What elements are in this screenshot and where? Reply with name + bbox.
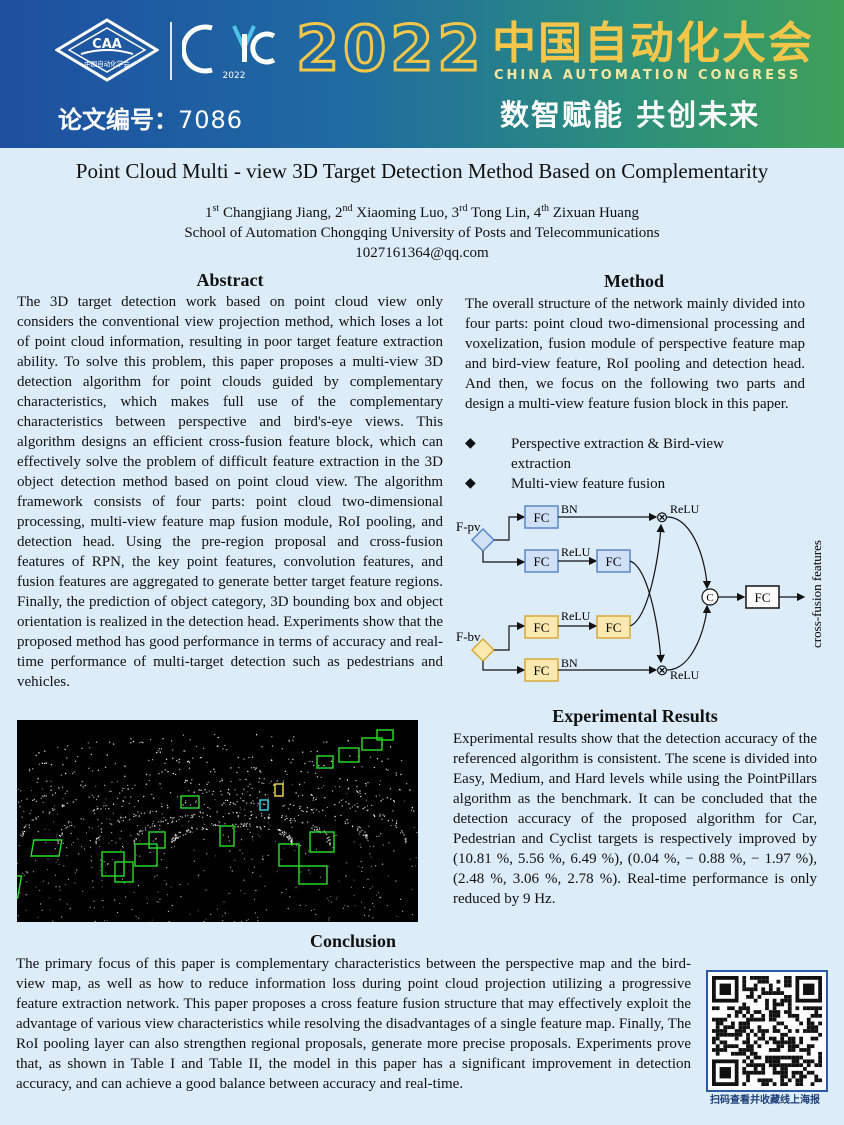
paper-title: Point Cloud Multi - view 3D Target Detec… [75,159,769,183]
results-text: Experimental results show that the detec… [453,731,817,907]
banner-title-en: CHINA AUTOMATION CONGRESS [494,68,802,83]
bn-label-bottom: BN [561,656,578,670]
input-bv-label: F-bv [456,629,481,644]
conclusion-heading: Conclusion [309,931,397,951]
paper-number: 论文编号：7086 [58,100,243,135]
bn-label-top: BN [561,502,578,516]
paper-number-value: 7086 [178,106,244,134]
paper-number-label: 论文编号： [58,106,178,134]
method-bullet-1-text: Perspective extraction & Bird-view extra… [511,436,724,472]
svg-text:FC: FC [534,620,550,635]
svg-text:FC: FC [534,663,550,678]
results-heading: Experimental Results [552,706,718,726]
method-text: The overall structure of the network mai… [465,296,805,412]
svg-text:FC: FC [606,554,622,569]
abstract-heading: Abstract [196,270,264,290]
relu-label-bottom: ReLU [670,668,700,682]
diamond-bullet-icon: ◆ [465,476,476,491]
relu-label-pv: ReLU [561,545,591,559]
method-bullet-2-text: Multi-view feature fusion [511,476,666,492]
svg-text:FC: FC [755,590,771,605]
conference-banner: CAA 中国自动化学会 2022 2022 中国自动化大会 CHINA AUTO… [0,0,844,148]
caa-logo: CAA 中国自动化学会 [54,18,160,87]
multiply-bottom: ⊗ [656,663,669,679]
cac-logo-year: 2022 [223,71,246,80]
author-2: 2nd Xiaoming Luo [335,203,445,221]
banner-title-cn: 中国自动化大会 [492,18,814,69]
qr-caption: 扫码查看并收藏线上海报 [710,1095,820,1106]
affiliation: School of Automation Chongqing Universit… [184,225,660,241]
output-label: cross-fusion features [809,540,824,648]
author-list: 1st Changjiang Jiang, 2nd Xiaoming Luo, … [205,203,639,221]
multiply-top: ⊗ [656,510,669,526]
fc-box-bv-2 [596,615,631,639]
banner-year: 2022 [295,12,485,85]
author-block: 1st Changjiang Jiang, 2nd Xiaoming Luo, … [0,199,844,263]
svg-text:FC: FC [606,620,622,635]
detection-result-image [17,720,418,922]
diamond-bullet-icon: ◆ [465,436,476,451]
method-heading: Method [604,271,664,291]
caa-logo-text: CAA [92,37,122,52]
banner-separator [170,22,172,80]
author-3: 3rd Tong Lin [451,203,527,221]
cac-logo: 2022 [180,18,278,85]
author-1: 1st Changjiang Jiang [205,203,328,221]
conclusion-text: The primary focus of this paper is compl… [16,956,691,1092]
svg-text:FC: FC [534,510,550,525]
fusion-block-diagram: F-pv F-bv FC BN ⊗ ReLU FC ReLU FC FC ReL… [455,498,835,690]
banner-slogan: 数智赋能 共创未来 [500,98,761,132]
author-4: 4th Zixuan Huang [533,203,639,221]
relu-label-top: ReLU [670,502,700,516]
input-pv-label: F-pv [456,519,481,534]
email: 1027161364@qq.com [355,245,489,261]
svg-text:C: C [706,592,713,604]
svg-text:FC: FC [534,554,550,569]
relu-label-bv: ReLU [561,609,591,623]
qr-code[interactable] [706,970,828,1092]
abstract-text: The 3D target detection work based on po… [17,294,443,690]
caa-logo-subtext: 中国自动化学会 [84,59,130,68]
fc-box-bv-1 [524,615,559,639]
